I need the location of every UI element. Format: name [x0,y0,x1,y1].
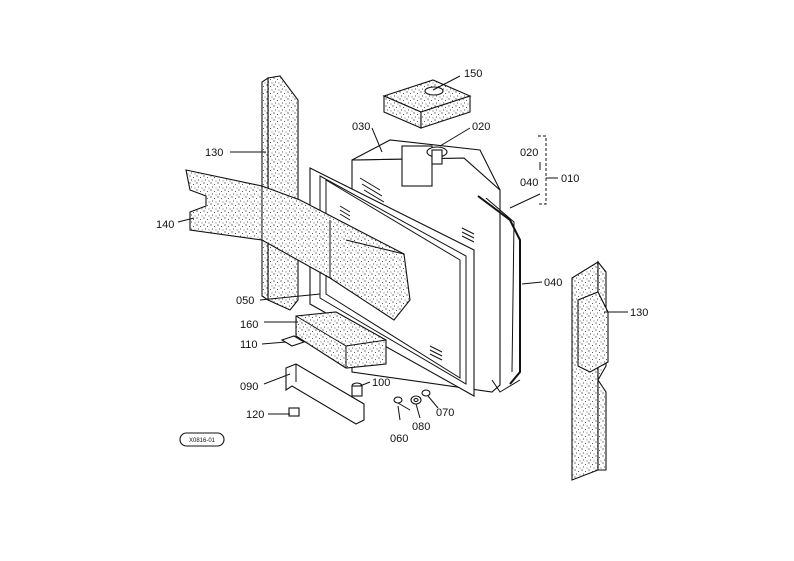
grille-mark [461,227,475,243]
plate-110 [280,335,306,347]
callout-140: 140 [156,219,174,231]
callout-150: 150 [464,68,482,80]
callout-130-left: 130 [205,147,223,159]
callout-130-right: 130 [630,307,648,319]
grille-mark [339,205,351,221]
foam-strip-140 [185,169,411,321]
leader-lines [177,75,628,421]
bolt-060 [393,396,411,411]
bracket-090 [285,363,365,425]
callout-120: 120 [246,409,264,421]
callout-060: 060 [390,433,408,445]
callout-080: 080 [412,421,430,433]
foam-block-160 [295,311,387,369]
bolt-120 [288,407,300,417]
callout-070: 070 [436,407,454,419]
callout-160: 160 [240,319,258,331]
nut-070 [421,389,431,397]
grille-mark [429,345,443,361]
bolt-100 [351,382,363,397]
callout-040-group: 040 [520,177,538,189]
callout-010: 010 [561,173,579,185]
callout-020-cap: 020 [472,121,490,133]
callout-030: 030 [352,121,370,133]
callout-020-group: 020 [520,147,538,159]
reference-code: X0816-01 [189,438,216,444]
callout-110: 110 [240,339,258,351]
callout-100: 100 [372,377,390,389]
reference-badge: X0816-01 [179,432,225,447]
washer-080 [410,395,422,405]
foam-strip-right-130 [571,260,609,481]
callout-090: 090 [240,381,258,393]
foam-pad-150 [382,79,472,129]
callout-040-hose: 040 [544,277,562,289]
callout-050: 050 [236,295,254,307]
